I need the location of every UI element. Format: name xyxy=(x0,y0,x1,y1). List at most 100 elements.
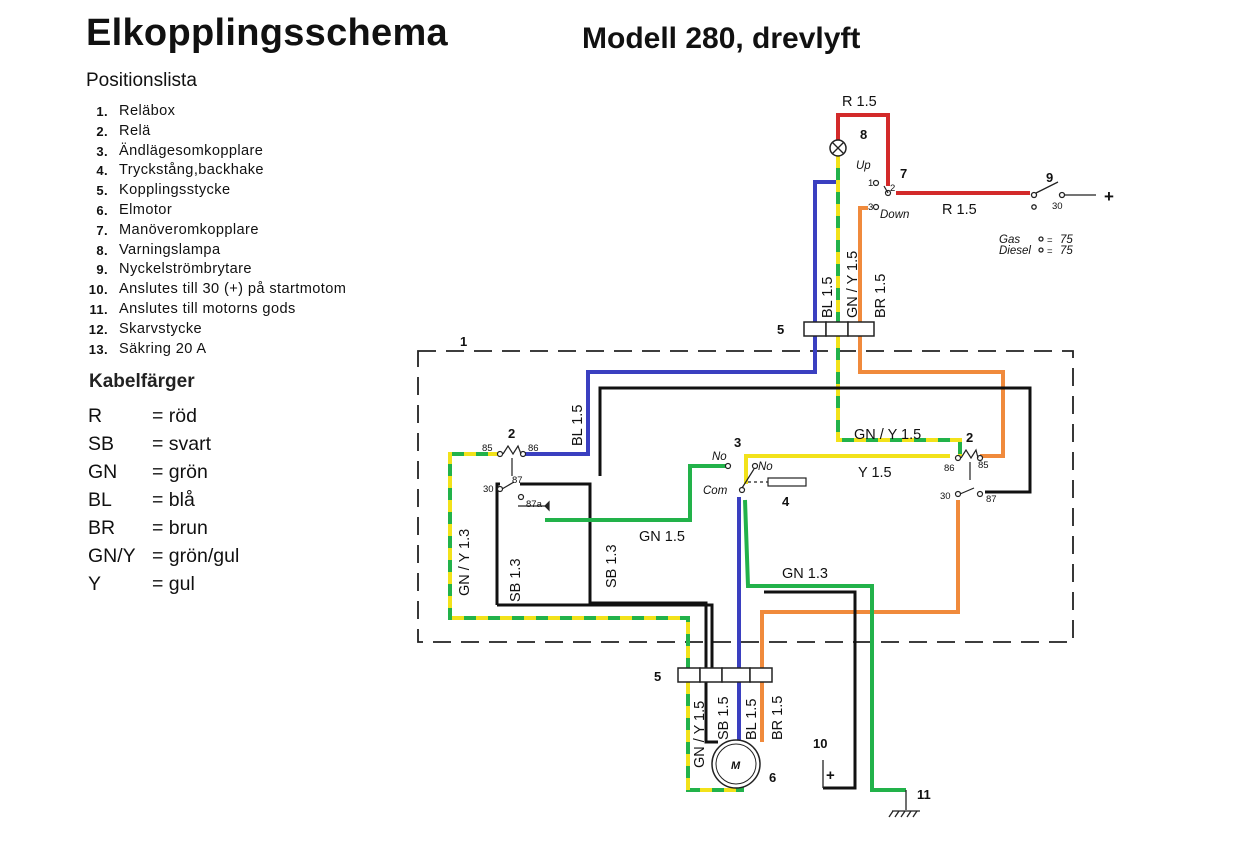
position-list-item: 10. Anslutes till 30 (+) på startmotom xyxy=(78,280,346,300)
label-gny-right: GN / Y 1.5 xyxy=(854,427,921,443)
wire-black-10 xyxy=(823,595,857,790)
position-list-item: 5.Kopplingsstycke xyxy=(78,181,346,201)
position-list-number: 3. xyxy=(96,143,108,159)
wire-brown-relay xyxy=(858,336,1005,458)
relay-left-icon xyxy=(496,444,550,512)
cable-color-row: BL = blå xyxy=(88,486,239,514)
position-list-number: 7. xyxy=(96,222,108,238)
cable-color-row: SB= svart xyxy=(88,430,239,458)
position-list-text: Nyckelströmbrytare xyxy=(119,261,252,278)
pin-30b: 30 xyxy=(940,491,951,502)
label-r-right: R 1.5 xyxy=(942,202,977,218)
position-list-item: 9.Nyckelströmbrytare xyxy=(78,260,346,280)
position-list-heading: Positionslista xyxy=(86,70,197,91)
num-7: 7 xyxy=(900,166,907,181)
num-4: 4 xyxy=(782,494,790,509)
num-2b: 2 xyxy=(966,430,973,445)
cable-color-row: R= röd xyxy=(88,402,239,430)
position-list-text: Anslutes till 30 (+) på startmotom xyxy=(119,281,347,298)
label-gny13: GN / Y 1.3 xyxy=(457,529,473,596)
wire-gny13-y xyxy=(448,452,690,668)
wire-black-sb13a xyxy=(495,482,500,605)
label-gny-top: GN / Y 1.5 xyxy=(845,251,861,318)
cable-color-meaning: = blå xyxy=(152,489,195,511)
pin-87a2: 87a xyxy=(526,499,543,510)
label-sb-bottom: SB 1.5 xyxy=(716,696,732,740)
position-list-number: 12. xyxy=(88,321,108,337)
plus-key: + xyxy=(1104,187,1114,206)
pin-sw2: 2 xyxy=(890,183,895,194)
motor-label: M xyxy=(731,760,741,772)
num-11: 11 xyxy=(917,787,931,802)
cable-color-row: GN= grön xyxy=(88,458,239,486)
num-2a: 2 xyxy=(508,426,515,441)
label-down: Down xyxy=(880,209,909,221)
fuel-eq-1: = xyxy=(1047,235,1053,246)
cable-color-code: Y xyxy=(88,573,102,595)
plus-10: + xyxy=(826,767,835,784)
key-switch-icon xyxy=(1030,181,1096,253)
label-sb13-b: SB 1.3 xyxy=(604,544,620,588)
cable-color-row: GN/Y= grön/gul xyxy=(88,542,239,570)
position-list-number: 11. xyxy=(89,301,108,317)
position-list-item: 4.Tryckstång,backhake xyxy=(78,161,346,181)
wire-blue-relay xyxy=(523,336,817,456)
num-9: 9 xyxy=(1046,170,1053,185)
position-list-item: 12.Skarvstycke xyxy=(78,320,346,340)
position-list-item: 1.Reläbox xyxy=(78,102,346,122)
position-list-text: Relä xyxy=(119,122,151,139)
relay-box-frame xyxy=(417,350,1074,643)
pin-sw1: 1 xyxy=(868,178,873,189)
cable-color-code: BL xyxy=(88,489,112,511)
cable-color-code: SB xyxy=(88,433,115,455)
ground-icon xyxy=(888,790,920,818)
num-5b: 5 xyxy=(654,669,661,684)
num-8: 8 xyxy=(860,127,867,142)
pin-30a: 30 xyxy=(483,484,494,495)
wire-labels: R 1.5 R 1.5 BL 1.5 GN / Y 1.5 BR 1.5 BL … xyxy=(457,94,977,768)
wire-blue-top xyxy=(813,180,838,322)
position-list-item: 6.Elmotor xyxy=(78,201,346,221)
position-list-text: Tryckstång,backhake xyxy=(119,162,264,179)
pin-key30: 30 xyxy=(1052,201,1063,212)
switch-labels: Up Down No No Com xyxy=(703,160,909,497)
label-gny-bottom: GN / Y 1.5 xyxy=(692,701,708,768)
position-list-text: Säkring 20 A xyxy=(119,340,207,357)
position-list-number: 6. xyxy=(96,202,108,218)
position-list-item: 11.Anslutes till motorns gods xyxy=(78,300,346,320)
label-y: Y 1.5 xyxy=(858,465,892,481)
position-list-number: 10. xyxy=(88,282,108,298)
position-list-number: 13. xyxy=(88,341,108,357)
wires xyxy=(448,113,1032,792)
fuel-val-2: 75 xyxy=(1060,245,1073,257)
label-sb13-a: SB 1.3 xyxy=(508,558,524,602)
position-list-item: 8. Varningslampa xyxy=(78,241,346,261)
num-3: 3 xyxy=(734,435,741,450)
wire-black-top xyxy=(598,386,1032,494)
pin-85a: 85 xyxy=(482,443,493,454)
position-list-text: Varningslampa xyxy=(119,241,221,258)
pin-86b: 86 xyxy=(944,463,955,474)
label-br-bottom: BR 1.5 xyxy=(770,696,786,740)
cable-colors-heading: Kabelfärger xyxy=(89,371,195,392)
fuel-val-1: 75 xyxy=(1060,234,1073,246)
label-bl-left: BL 1.5 xyxy=(570,405,586,446)
connector-top xyxy=(803,321,875,337)
label-gn15: GN 1.5 xyxy=(639,529,685,545)
position-list-number: 8. xyxy=(96,242,108,258)
wire-black-bottom xyxy=(704,682,718,744)
num-5a: 5 xyxy=(777,322,784,337)
label-gn13: GN 1.3 xyxy=(782,566,828,582)
page-title: Elkopplingsschema xyxy=(86,12,448,54)
relay-right-icon xyxy=(954,448,984,498)
cable-color-row: Y= gul xyxy=(88,570,239,598)
num-10: 10 xyxy=(813,736,827,751)
wire-green-15 xyxy=(545,464,726,522)
fuel-eq-2: = xyxy=(1047,246,1053,257)
position-list-number: 1. xyxy=(96,104,108,119)
pin-sw3: 3 xyxy=(868,202,873,213)
wire-brown-top xyxy=(858,206,868,322)
